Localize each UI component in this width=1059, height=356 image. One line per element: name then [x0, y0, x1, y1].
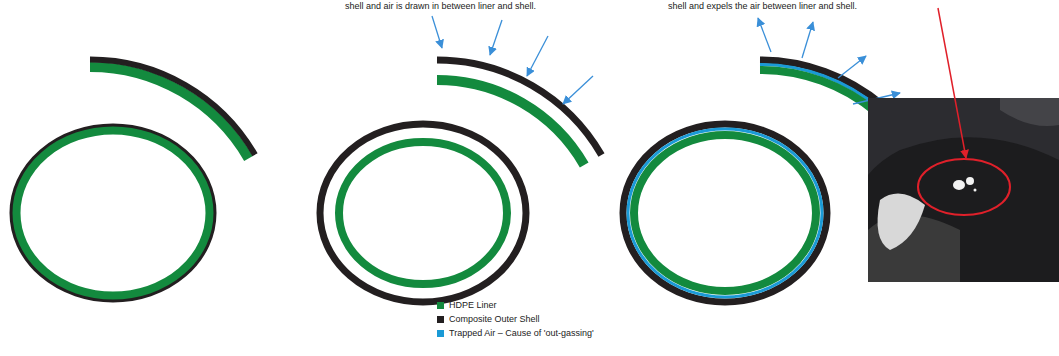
legend-entry: Trapped Air – Cause of 'out-gassing' [437, 328, 594, 339]
legend-entry: HDPE Liner [437, 300, 497, 311]
legend-text: HDPE Liner [449, 300, 497, 311]
caption-note: shell and expels the air between liner a… [668, 1, 857, 12]
legend-swatch [437, 316, 444, 323]
outgassing-photo [868, 8, 1059, 282]
legend-entry: Composite Outer Shell [437, 314, 540, 325]
liner-pressed-back [623, 18, 900, 302]
legend-text: Composite Outer Shell [449, 314, 540, 325]
liner-separated [320, 16, 602, 302]
legend-swatch [437, 330, 444, 337]
caption-note: shell and air is drawn in between liner … [345, 1, 536, 12]
legend-swatch [437, 302, 444, 309]
legend-text: Trapped Air – Cause of 'out-gassing' [449, 328, 594, 339]
liner-in-contact [11, 59, 255, 301]
